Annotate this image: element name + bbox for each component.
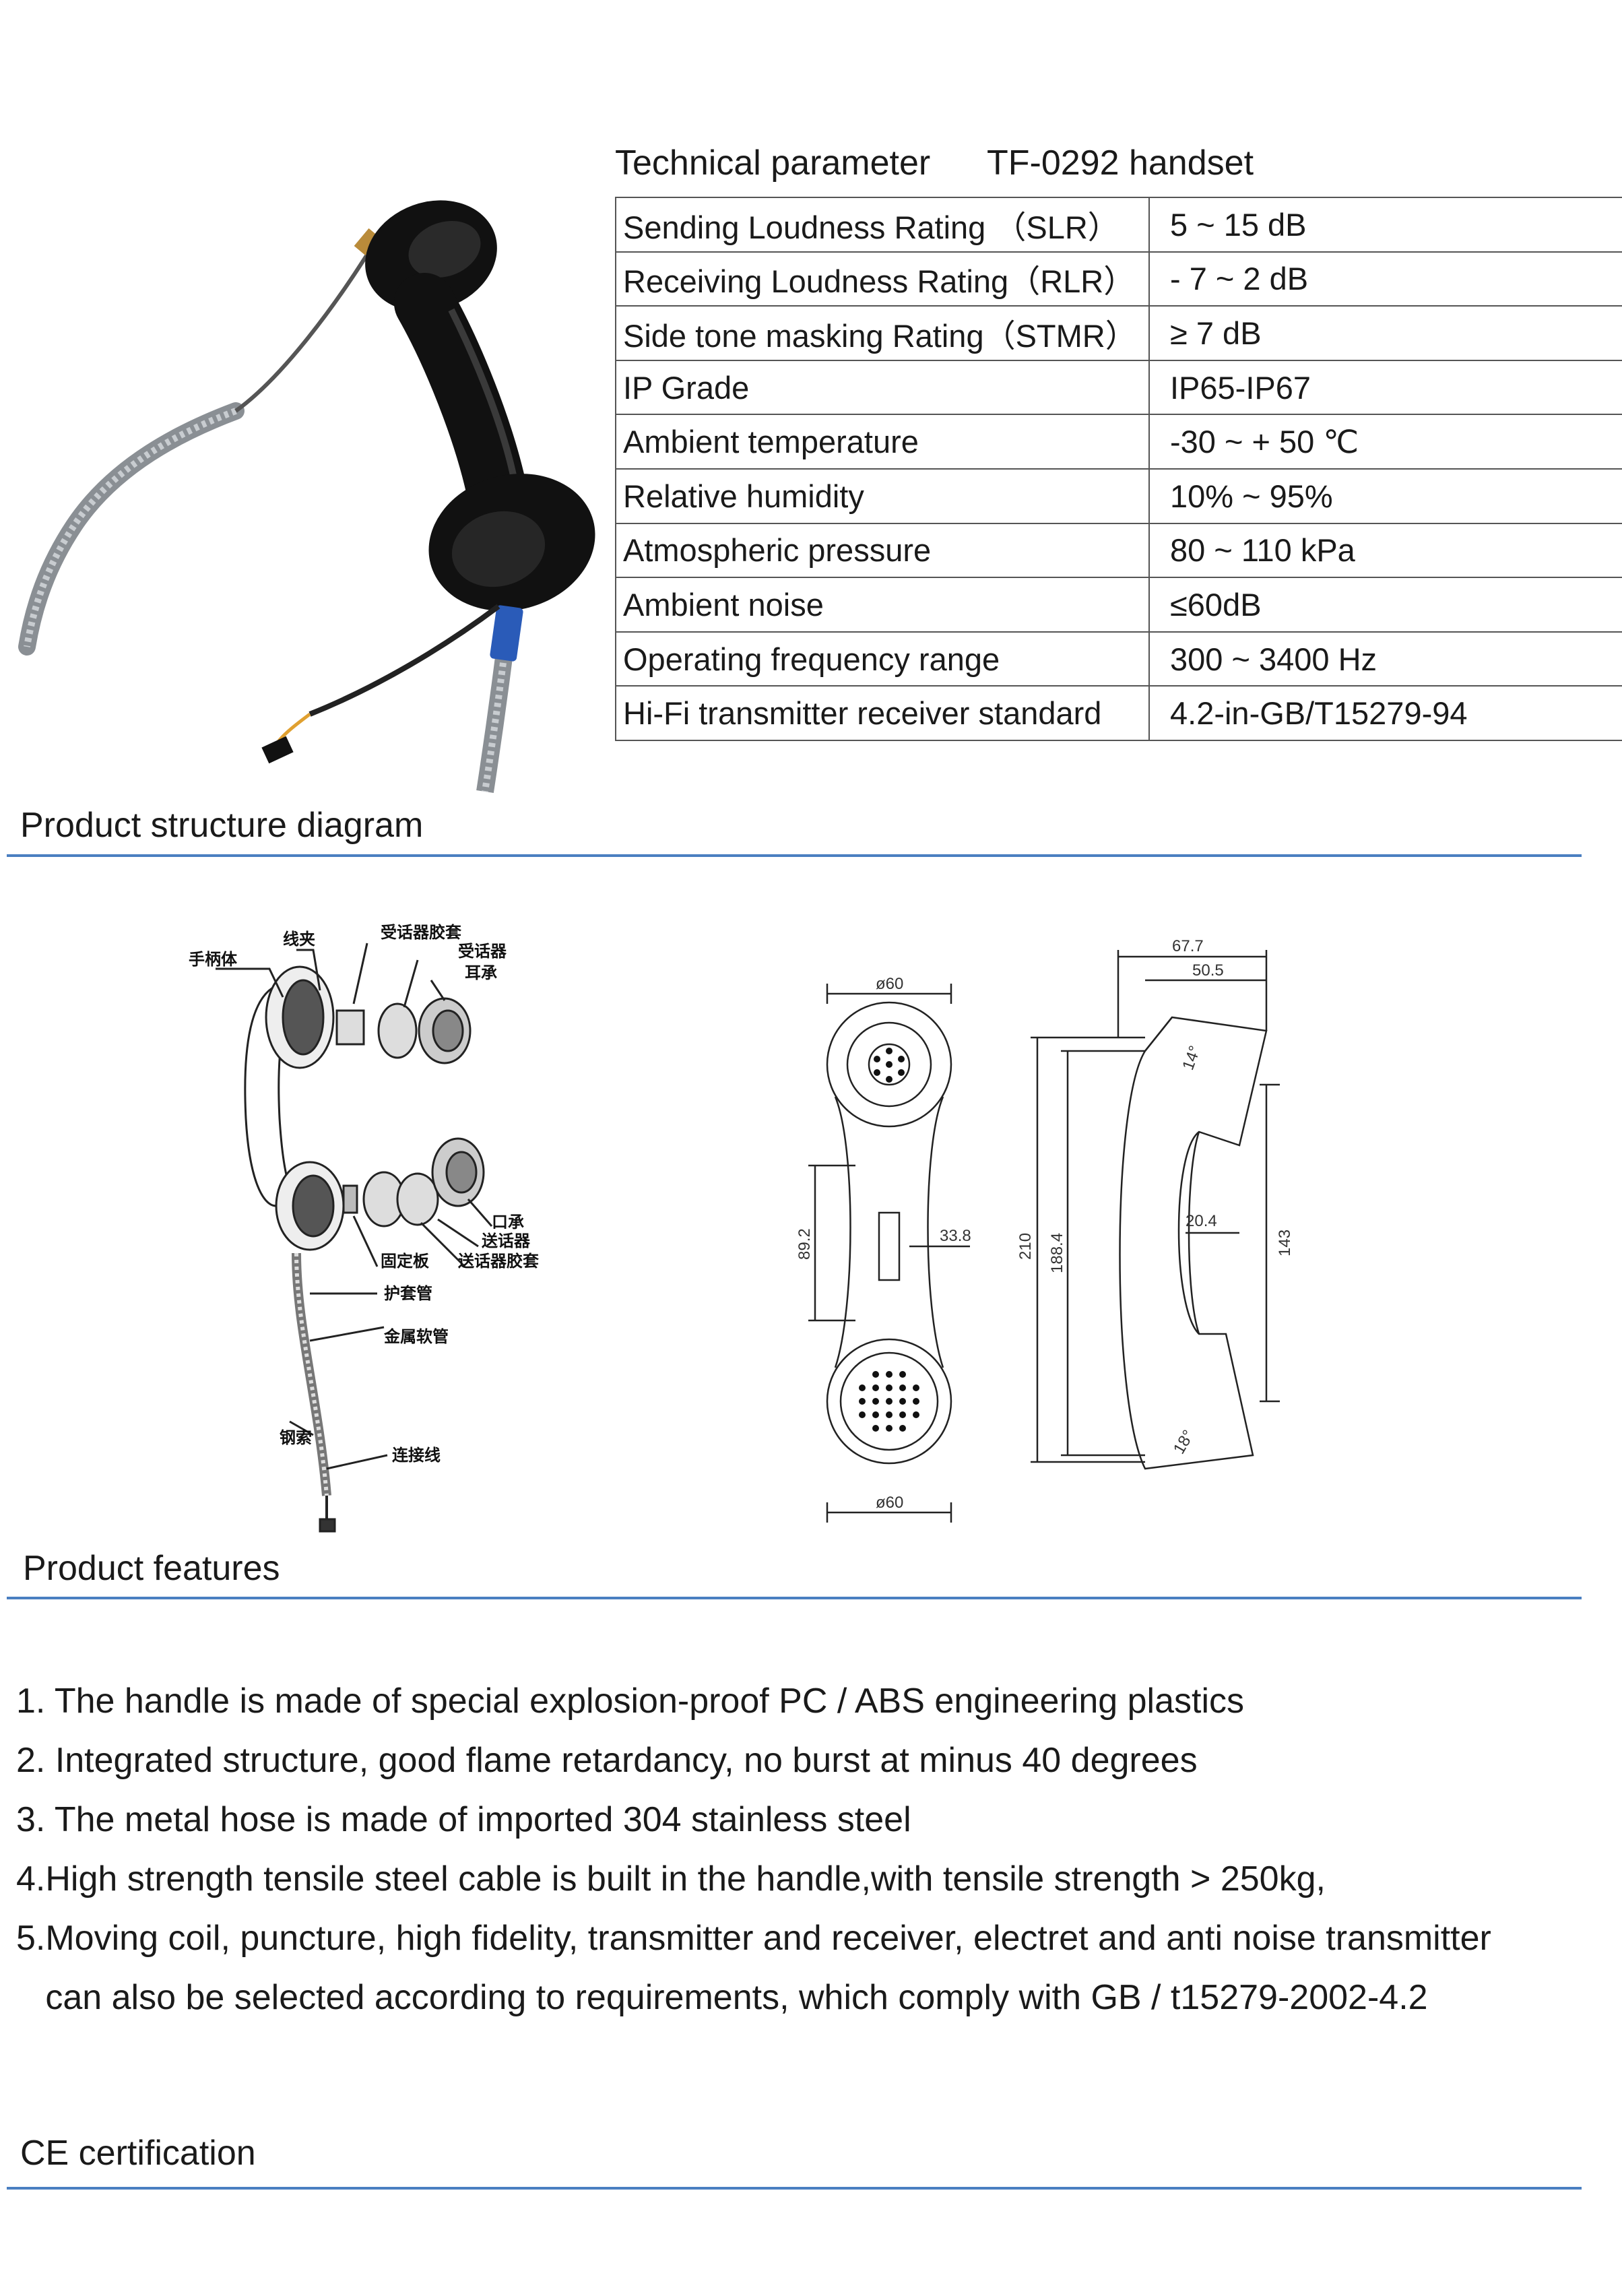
param-cell: Relative humidity [615,468,1150,524]
label-metal-hose: 金属软管 [383,1327,449,1346]
label-transmitter: 送话器 [482,1232,531,1250]
dimension-drawing: ø60 ø60 33.8 20.4 67.7 50.5 14° 18° 89.2… [796,937,1294,1523]
section-divider [7,1597,1582,1599]
table-row: Receiving Loudness Rating（RLR）- 7 ~ 2 dB [615,251,1622,307]
label-receiver: 受话器 [458,942,507,961]
dim-neck-width: 20.4 [1186,1212,1217,1230]
dim-total-length: 210 [1016,1233,1035,1260]
value-cell: IP65-IP67 [1148,359,1622,416]
label-earpiece: 耳承 [465,964,497,982]
param-cell: Side tone masking Rating（STMR） [615,305,1150,361]
value-cell: ≥ 7 dB [1148,305,1622,361]
dim-angle-top: 14° [1179,1044,1204,1073]
model-name: TF-0292 handset [987,144,1254,183]
label-clip: 线夹 [283,930,315,949]
feature-item: 4.High strength tensile steel cable is b… [16,1859,1326,1899]
label-mouthpiece: 口承 [492,1213,524,1232]
value-cell: 300 ~ 3400 Hz [1148,631,1622,687]
section-structure-title: Product structure diagram [20,806,424,845]
feature-item: 2. Integrated structure, good flame reta… [16,1741,1198,1780]
dim-inner-length: 188.4 [1048,1233,1066,1273]
section-divider [7,2187,1582,2190]
param-cell: Hi-Fi transmitter receiver standard [615,685,1150,741]
value-cell: 10% ~ 95% [1148,468,1622,524]
param-cell: Sending Loudness Rating （SLR） [615,197,1150,253]
label-guard-tube: 护套管 [384,1284,432,1303]
value-cell: 5 ~ 15 dB [1148,197,1622,253]
dim-angle-bottom: 18° [1170,1427,1198,1457]
table-row: Ambient noise≤60dB [615,577,1622,633]
dim-grip-height: 89.2 [796,1228,814,1260]
param-cell: IP Grade [615,359,1150,416]
table-row: Ambient temperature-30 ~ + 50 ℃ [615,414,1622,470]
value-cell: 4.2-in-GB/T15279-94 [1148,685,1622,741]
spec-table: Sending Loudness Rating （SLR）5 ~ 15 dB R… [615,197,1622,741]
param-cell: Receiving Loudness Rating（RLR） [615,251,1150,307]
dim-depth-inner: 50.5 [1192,961,1224,980]
feature-item: 3. The metal hose is made of imported 30… [16,1800,911,1839]
dim-side-height: 143 [1276,1230,1294,1256]
section-features-title: Product features [23,1549,280,1588]
dim-grip-width: 33.8 [940,1227,971,1245]
label-fixing-plate: 固定板 [381,1252,430,1271]
value-cell: 80 ~ 110 kPa [1148,522,1622,579]
table-row: Side tone masking Rating（STMR）≥ 7 dB [615,305,1622,361]
feature-item: 1. The handle is made of special explosi… [16,1682,1244,1721]
feature-item: can also be selected according to requir… [16,1978,1428,2017]
section-divider [7,854,1582,857]
dim-top-dia: ø60 [876,975,903,993]
label-receiver-rubber: 受话器胶套 [381,923,462,942]
param-cell: Atmospheric pressure [615,522,1150,579]
label-body: 手柄体 [189,950,238,969]
label-connector: 连接线 [392,1446,441,1465]
exploded-view-diagram: 手柄体 线夹 受话器胶套 受话器 耳承 口承 送话器 送话器胶套 固定板 护套管… [189,923,540,1533]
section-ce-title: CE certification [20,2134,256,2173]
param-cell: Ambient noise [615,577,1150,633]
value-cell: ≤60dB [1148,577,1622,633]
dim-bottom-dia: ø60 [876,1494,903,1512]
label-transmitter-rubber: 送话器胶套 [458,1252,540,1271]
handset-photo [18,200,595,793]
value-cell: - 7 ~ 2 dB [1148,251,1622,307]
dim-depth-total: 67.7 [1172,937,1204,955]
spec-title: Technical parameter [615,144,931,183]
value-cell: -30 ~ + 50 ℃ [1148,414,1622,470]
table-row: Sending Loudness Rating （SLR）5 ~ 15 dB [615,197,1622,253]
feature-item: 5.Moving coil, puncture, high fidelity, … [16,1919,1491,1958]
param-cell: Operating frequency range [615,631,1150,687]
label-steel-cable: 钢索 [280,1429,312,1447]
param-cell: Ambient temperature [615,414,1150,470]
